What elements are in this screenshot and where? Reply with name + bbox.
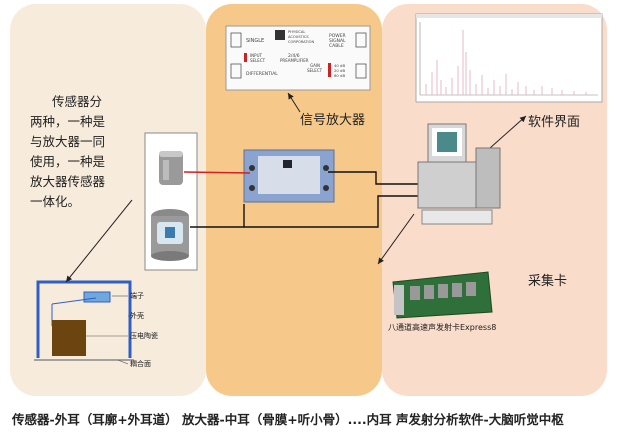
sensor-arrow xyxy=(65,199,133,283)
panel-gain-1: GAIN xyxy=(310,63,320,68)
acquisition-card-photo xyxy=(392,271,493,319)
panel-brand-1: PHYSICAL xyxy=(288,30,305,34)
panel-gain-20: 20 dB xyxy=(334,68,345,73)
software-label: 软件界面 xyxy=(528,115,581,130)
panel-differential-text: DIFFERENTIAL xyxy=(246,71,278,77)
bottom-caption: 传感器-外耳（耳廓+外耳道） 放大器-中耳（骨膜+听小骨）....内耳 声发射分… xyxy=(12,412,564,427)
panel-power-1: POWER xyxy=(329,33,346,39)
panel-input-2: SELECT xyxy=(250,58,266,63)
panel-brand-2: ACOUSTICS xyxy=(288,35,309,39)
pac-device-logo-icon xyxy=(283,160,292,168)
software-arrow xyxy=(489,115,527,149)
desc-line-6: 一体化。 xyxy=(30,194,81,209)
panel-input-1: INPUT xyxy=(250,53,263,58)
panel-model-1: 2/4/6 xyxy=(288,53,300,59)
sensor-photo xyxy=(144,132,198,271)
computer-icon xyxy=(417,123,501,225)
desc-line-3: 与放大器一同 xyxy=(30,134,106,149)
integrated-sensor-cable xyxy=(190,204,245,228)
input-connector-icon xyxy=(249,165,255,171)
piezo-ceramic xyxy=(52,320,86,356)
spectrum-lines xyxy=(425,30,587,95)
output-connector-icon xyxy=(323,165,329,171)
sensor-description: 传感器分 两种，一种是 与放大器一同 使用，一种是 放大器传感器 一体化。 xyxy=(30,92,130,212)
panel-power-2: SIGNAL xyxy=(329,38,346,44)
card-arrow xyxy=(377,213,415,265)
preamplifier-device xyxy=(243,149,335,203)
acquisition-card-caption: 八通道高速声发射卡Express8 xyxy=(388,323,497,332)
label-terminal: 端子 xyxy=(130,292,144,300)
panel-gain-2: SELECT xyxy=(307,68,323,73)
terminal-block xyxy=(83,291,111,303)
amp-to-pc-cable xyxy=(328,171,418,185)
panel-model-2: PREAMPLIFIER xyxy=(280,58,309,63)
amplifier-label: 信号放大器 xyxy=(300,113,366,128)
integrated-to-pc-cable xyxy=(244,195,418,228)
label-piezo: 压电陶瓷 xyxy=(130,332,158,340)
panel-gain-60: 60 dB xyxy=(334,73,345,78)
panel-power-3: CABLE xyxy=(329,43,344,49)
sensor-shell xyxy=(36,280,132,358)
panel-brand-3: CORPORATION xyxy=(288,40,314,44)
input-select-switch-icon xyxy=(244,53,247,62)
label-shell: 外壳 xyxy=(130,312,144,320)
gain-select-switch-icon xyxy=(328,63,331,77)
desc-line-5: 放大器传感器 xyxy=(30,174,106,189)
desc-line-2: 两种，一种是 xyxy=(30,114,106,129)
software-screenshot xyxy=(415,13,603,103)
label-coupling: 耦合面 xyxy=(130,360,151,368)
sensor-structure-diagram xyxy=(34,199,134,365)
sensor-to-amp-cable xyxy=(183,171,251,174)
panel-gain-40: 40 dB xyxy=(334,63,345,68)
pac-logo-icon xyxy=(275,30,285,40)
desc-line-1: 传感器分 xyxy=(52,94,103,109)
panel-single-text: SINGLE xyxy=(246,38,264,44)
desc-line-4: 使用，一种是 xyxy=(30,154,106,169)
amplifier-arrow xyxy=(287,92,301,113)
amplifier-panel-photo: SINGLE PHYSICAL ACOUSTICS CORPORATION PO… xyxy=(225,25,371,91)
keyboard-icon xyxy=(421,209,493,225)
acquisition-card-label: 采集卡 xyxy=(528,274,568,289)
